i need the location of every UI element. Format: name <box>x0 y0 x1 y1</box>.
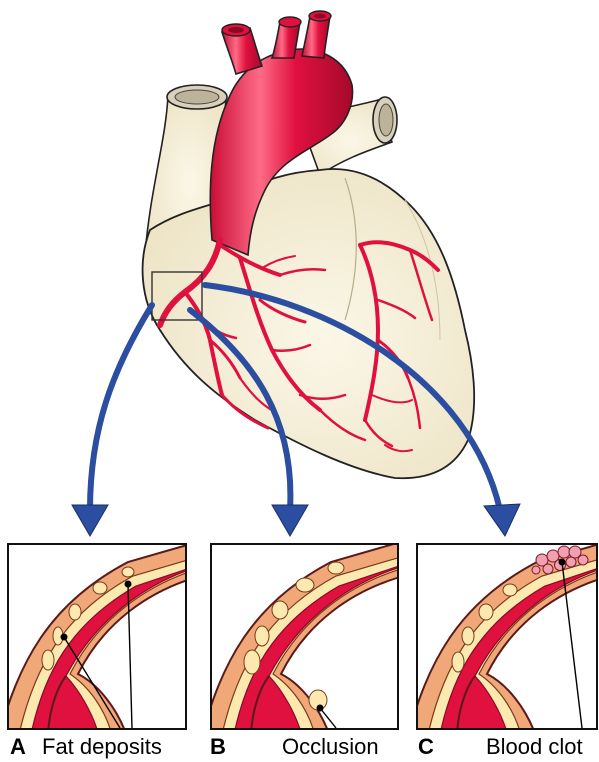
panel-b-letter: B <box>210 734 226 760</box>
panel-b <box>201 539 411 739</box>
heart-body <box>143 169 475 478</box>
panel-c-label: Blood clot <box>486 734 583 760</box>
arrowhead-c <box>484 504 520 536</box>
panel-c-letter: C <box>418 734 434 760</box>
panel-a-letter: A <box>10 734 26 760</box>
panel-a <box>0 539 208 739</box>
arrowhead-b <box>272 505 308 536</box>
arrow-to-panel-a <box>90 305 152 510</box>
panel-b-label: Occlusion <box>282 734 379 760</box>
panel-a-label: Fat deposits <box>42 734 162 760</box>
panel-c <box>407 539 599 739</box>
arrowhead-a <box>72 505 108 536</box>
heart <box>143 11 475 478</box>
